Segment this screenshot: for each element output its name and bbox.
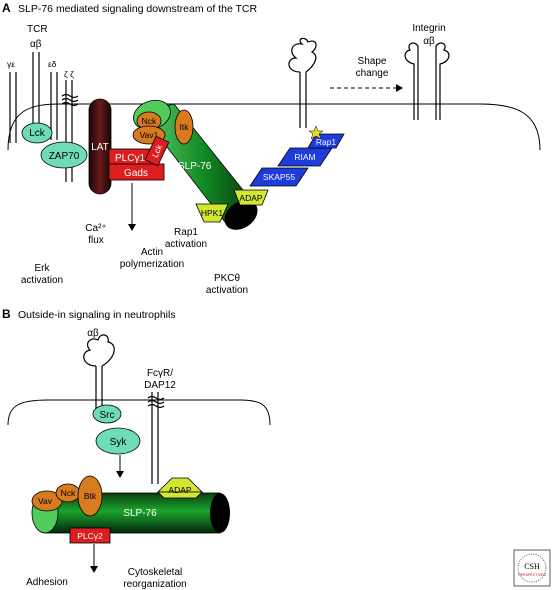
nck-label-a: Nck xyxy=(142,116,157,126)
itk-label: Itk xyxy=(180,122,190,132)
rap1-activation-line1: Rap1 xyxy=(174,227,198,238)
hpk1-protein xyxy=(195,203,229,223)
adap-label-a: ADAP xyxy=(239,193,262,203)
rap1-protein xyxy=(307,133,345,149)
cell-membrane-a xyxy=(7,103,541,151)
alpha-beta-label: αβ xyxy=(30,39,42,50)
rap1-label: Rap1 xyxy=(316,137,337,147)
nck-label-b: Nck xyxy=(61,488,76,498)
cell-membrane-b xyxy=(7,399,271,426)
gads-label: Gads xyxy=(124,168,148,179)
integrin-b xyxy=(83,334,115,410)
cyto-line2: reorganization xyxy=(123,579,186,590)
tcr-chains xyxy=(9,52,79,182)
epsilon-delta-label: εδ xyxy=(48,59,57,69)
btk-protein xyxy=(77,475,103,517)
tcr-label: TCR xyxy=(27,24,48,35)
syk-protein xyxy=(95,427,141,455)
shape-change-line2: change xyxy=(356,68,389,79)
fcr-line1: FcγR/ xyxy=(147,368,173,379)
lat-protein xyxy=(88,98,112,195)
slp76-label-a: SLP-76 xyxy=(178,161,212,172)
shape-change-line1: Shape xyxy=(358,56,387,67)
activation-star-icon xyxy=(308,125,324,140)
fcr-line2: DAP12 xyxy=(144,380,176,391)
fcr-chains xyxy=(147,392,165,484)
src-protein xyxy=(92,404,122,424)
actin-line2: polymerization xyxy=(120,259,184,270)
itk-protein xyxy=(174,109,194,145)
adap-protein-a xyxy=(233,189,269,206)
actin-line1: Actin xyxy=(141,247,163,258)
integrin-label: Integrin xyxy=(412,23,445,34)
slp76-label-b: SLP-76 xyxy=(123,508,157,519)
ca-flux-line2: flux xyxy=(88,235,104,246)
vav1-label: Vav1 xyxy=(140,130,159,140)
gads-protein xyxy=(108,163,165,181)
integrin-active xyxy=(404,42,450,120)
lck-protein xyxy=(21,122,53,144)
plcg1-label: PLCγ1 xyxy=(115,153,145,164)
integrin-inactive xyxy=(288,37,317,128)
vav-label: Vav xyxy=(38,496,53,506)
skap55-protein xyxy=(249,167,309,187)
btk-label: Btk xyxy=(84,491,97,501)
lat-label: LAT xyxy=(91,142,109,153)
rap1-activation-line2: activation xyxy=(165,239,207,250)
lck-small-protein xyxy=(144,135,170,167)
gamma-epsilon-label: γε xyxy=(7,59,15,69)
zap70-protein xyxy=(40,141,88,169)
adap-label-b: ADAP xyxy=(168,485,191,495)
integrin-ab-label-b: αβ xyxy=(87,328,99,339)
src-label: Src xyxy=(100,410,115,421)
logo-csh: CSH xyxy=(524,562,540,571)
pkc-line1: PKCθ xyxy=(214,273,241,284)
integrin-ab-label: αβ xyxy=(423,36,435,47)
erk-line1: Erk xyxy=(35,263,51,274)
pkc-line2: activation xyxy=(206,285,248,296)
panel-b-title: Outside-in signaling in neutrophils xyxy=(18,309,176,321)
panel-b-letter: B xyxy=(2,307,11,321)
lck-label: Lck xyxy=(29,128,46,139)
zeta-zeta-label: ζ ζ xyxy=(64,69,74,79)
adhesion-label: Adhesion xyxy=(26,577,68,588)
cyto-line1: Cytoskeletal xyxy=(128,567,182,578)
adap-protein-b-body xyxy=(157,491,203,499)
panel-a-letter: A xyxy=(2,1,11,15)
hpk1-label: HPK1 xyxy=(201,208,223,218)
erk-line2: activation xyxy=(21,275,63,286)
zap70-label: ZAP70 xyxy=(49,151,80,162)
plcg2-label: PLCγ2 xyxy=(77,531,103,541)
skap55-label: SKAP55 xyxy=(263,172,295,182)
ca-flux-line1: Ca²⁺ xyxy=(85,223,106,234)
riam-label: RIAM xyxy=(294,152,315,162)
csh-perspectives-logo: CSH PERSPECTIVES xyxy=(513,549,551,587)
syk-label: Syk xyxy=(110,437,128,448)
plcg2-protein xyxy=(69,527,111,544)
logo-perspectives: PERSPECTIVES xyxy=(518,573,546,577)
panel-a-title: SLP-76 mediated signaling downstream of … xyxy=(18,3,258,15)
